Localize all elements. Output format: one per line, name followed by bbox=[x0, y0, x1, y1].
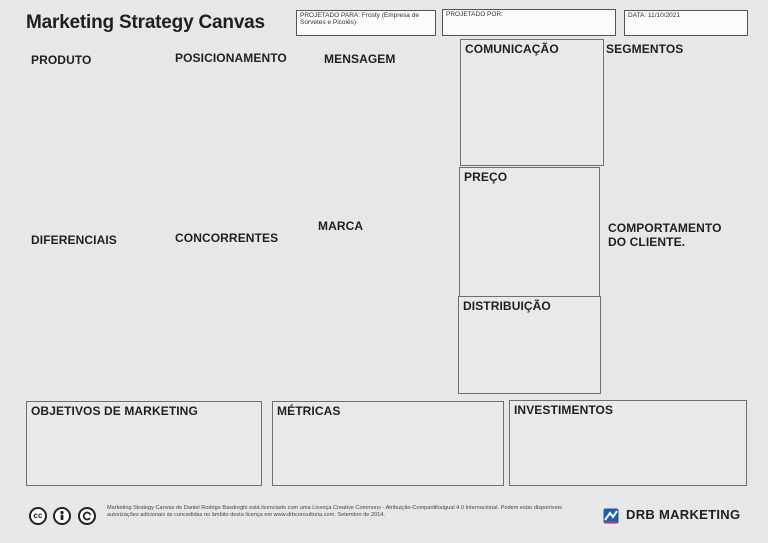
projetado-para-text: PROJETADO PARA: Frosty (Empresa de Sorve… bbox=[300, 12, 419, 26]
license-text: Marketing Strategy Canvas de Daniel Rodr… bbox=[107, 505, 562, 518]
box-distribuicao-label: DISTRIBUIÇÃO bbox=[463, 299, 551, 313]
box-objetivos-marketing[interactable]: OBJETIVOS DE MARKETING bbox=[26, 401, 262, 486]
section-segmentos: SEGMENTOS bbox=[606, 42, 684, 56]
data-field[interactable]: DATA: 11/10/2021 bbox=[624, 10, 748, 36]
box-metricas-label: MÉTRICAS bbox=[277, 404, 341, 418]
box-preco[interactable]: PREÇO bbox=[459, 167, 600, 297]
cc-icon: cc bbox=[29, 507, 47, 525]
section-diferenciais: DIFERENCIAIS bbox=[31, 233, 117, 247]
box-investimentos-label: INVESTIMENTOS bbox=[514, 403, 614, 417]
projetado-por-field[interactable]: PROJETADO POR: bbox=[442, 9, 616, 36]
box-comunicacao-label: COMUNICAÇÃO bbox=[465, 42, 559, 56]
section-concorrentes: CONCORRENTES bbox=[175, 231, 279, 245]
box-distribuicao[interactable]: DISTRIBUIÇÃO bbox=[458, 296, 601, 394]
box-investimentos[interactable]: INVESTIMENTOS bbox=[509, 400, 747, 486]
section-produto: PRODUTO bbox=[31, 53, 92, 67]
data-text: DATA: 11/10/2021 bbox=[628, 12, 681, 19]
drb-logo-icon bbox=[603, 508, 619, 524]
section-marca: MARCA bbox=[318, 219, 364, 233]
by-icon bbox=[53, 507, 71, 525]
projetado-por-text: PROJETADO POR: bbox=[446, 11, 503, 18]
box-objetivos-label: OBJETIVOS DE MARKETING bbox=[31, 404, 198, 418]
box-metricas[interactable]: MÉTRICAS bbox=[272, 401, 504, 486]
box-comunicacao[interactable]: COMUNICAÇÃO bbox=[460, 39, 604, 166]
sa-icon bbox=[78, 507, 96, 525]
section-comportamento-cliente: COMPORTAMENTO DO CLIENTE. bbox=[608, 221, 722, 249]
canvas-title: Marketing Strategy Canvas bbox=[26, 12, 265, 33]
box-preco-label: PREÇO bbox=[464, 170, 508, 184]
section-mensagem: MENSAGEM bbox=[324, 52, 396, 66]
section-posicionamento: POSICIONAMENTO bbox=[175, 51, 287, 65]
brand-name: DRB MARKETING bbox=[626, 507, 741, 522]
projetado-para-field[interactable]: PROJETADO PARA: Frosty (Empresa de Sorve… bbox=[296, 10, 436, 36]
